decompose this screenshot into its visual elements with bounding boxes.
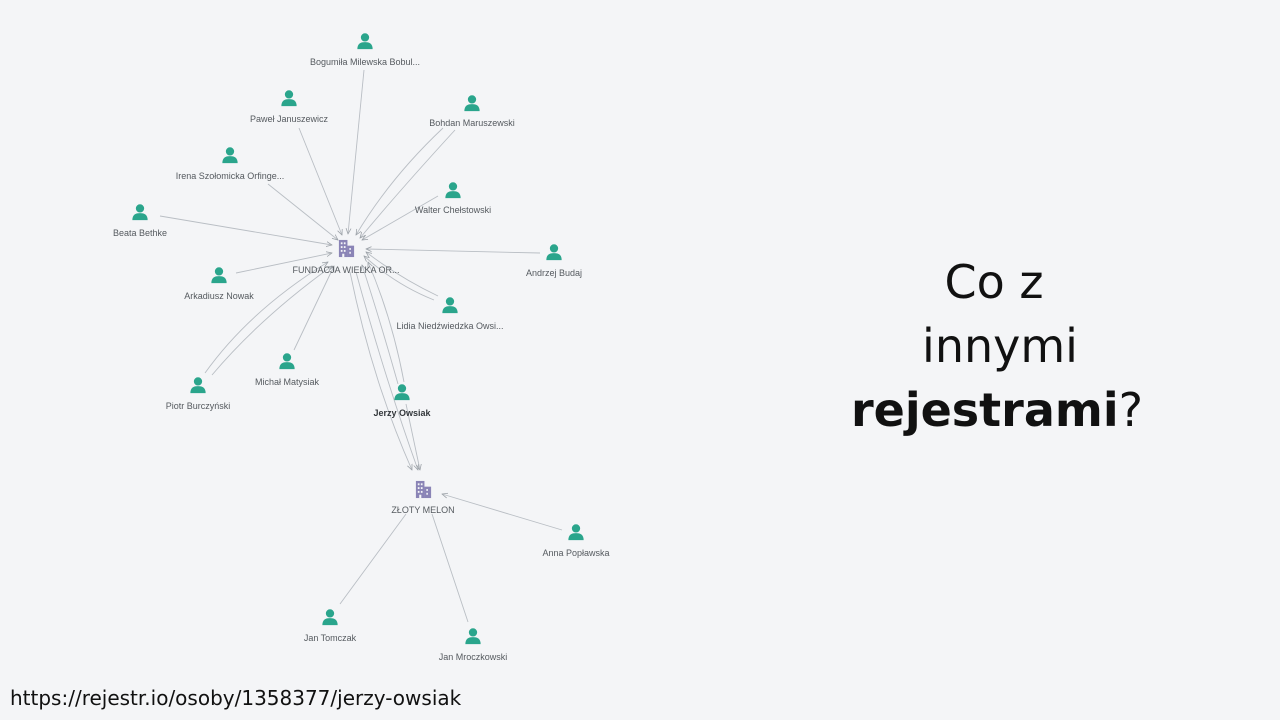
person-label: Jan Tomczak bbox=[304, 633, 357, 643]
heading-line-2: innymi bbox=[922, 319, 1078, 373]
edge-irena-fundacja bbox=[267, 183, 338, 240]
person-label: Andrzej Budaj bbox=[526, 268, 582, 278]
edge-jerzy-fundacja-2 bbox=[368, 262, 405, 383]
edge-piotr-fundacja-1 bbox=[204, 262, 328, 374]
edge-arkadiusz-fundacja bbox=[235, 253, 332, 274]
person-node[interactable]: Beata Bethke bbox=[113, 204, 167, 238]
edge-jerzy-fundacja-1 bbox=[362, 265, 399, 385]
person-label: Bohdan Maruszewski bbox=[429, 118, 515, 128]
person-label: Anna Popławska bbox=[542, 548, 609, 558]
relationship-graph: FUNDACJA WIELKA OR... ZŁOTY MELON Bogumi… bbox=[113, 33, 610, 662]
person-label: Walter Chełstowski bbox=[415, 205, 491, 215]
edge-fundacja-zloty-1 bbox=[349, 271, 413, 470]
person-icon bbox=[322, 609, 338, 626]
person-node[interactable]: Jerzy Owsiak bbox=[373, 384, 432, 418]
org-node-zloty-melon[interactable]: ZŁOTY MELON bbox=[391, 480, 455, 515]
org-label: FUNDACJA WIELKA OR... bbox=[292, 265, 399, 275]
person-icon bbox=[222, 147, 238, 164]
heading-line-3: rejestrami? bbox=[794, 378, 1200, 442]
person-icon bbox=[394, 384, 410, 401]
person-icon bbox=[281, 90, 297, 107]
org-node-fundacja[interactable]: FUNDACJA WIELKA OR... bbox=[292, 239, 400, 275]
person-label: Irena Szołomicka Orfinge... bbox=[176, 171, 285, 181]
person-icon bbox=[568, 524, 584, 541]
person-node[interactable]: Arkadiusz Nowak bbox=[184, 267, 254, 301]
person-icon bbox=[211, 267, 227, 284]
person-icon bbox=[546, 244, 562, 261]
org-label: ZŁOTY MELON bbox=[391, 505, 454, 515]
person-node[interactable]: Paweł Januszewicz bbox=[250, 90, 329, 124]
edge-michal-fundacja bbox=[293, 266, 335, 351]
person-label: Bogumiła Milewska Bobul... bbox=[310, 57, 420, 67]
person-icon bbox=[132, 204, 148, 221]
person-node[interactable]: Andrzej Budaj bbox=[526, 244, 582, 278]
person-node[interactable]: Jan Mroczkowski bbox=[439, 628, 508, 662]
edge-walter-fundacja bbox=[362, 195, 439, 240]
person-label: Jan Mroczkowski bbox=[439, 652, 508, 662]
heading-question-mark: ? bbox=[1118, 383, 1144, 437]
person-label: Paweł Januszewicz bbox=[250, 114, 329, 124]
heading-bold-word: rejestrami bbox=[850, 383, 1119, 437]
person-node[interactable]: Walter Chełstowski bbox=[415, 182, 491, 215]
person-node[interactable]: Piotr Burczyński bbox=[166, 377, 231, 411]
person-node[interactable]: Bohdan Maruszewski bbox=[429, 95, 515, 128]
person-icon bbox=[464, 95, 480, 112]
person-node[interactable]: Irena Szołomicka Orfinge... bbox=[176, 147, 285, 181]
person-icon bbox=[445, 182, 461, 199]
edges bbox=[159, 69, 563, 623]
person-icon bbox=[465, 628, 481, 645]
person-icon bbox=[357, 33, 373, 50]
building-icon bbox=[338, 239, 355, 258]
edge-beata-fundacja bbox=[159, 215, 332, 245]
building-icon bbox=[415, 480, 432, 499]
edge-bohdan-fundacja-2 bbox=[360, 129, 456, 238]
person-icon bbox=[279, 353, 295, 370]
person-label: Piotr Burczyński bbox=[166, 401, 231, 411]
person-icon bbox=[442, 297, 458, 314]
edge-anna-zloty bbox=[442, 494, 563, 531]
person-label: Michał Matysiak bbox=[255, 377, 320, 387]
person-label: Arkadiusz Nowak bbox=[184, 291, 254, 301]
edge-fundacja-zloty-2 bbox=[355, 271, 418, 470]
edge-zloty-mroczkowski bbox=[431, 513, 469, 623]
person-icon bbox=[190, 377, 206, 394]
person-node[interactable]: Anna Popławska bbox=[542, 524, 610, 558]
edge-andrzej-fundacja bbox=[366, 249, 541, 254]
person-node[interactable]: Michał Matysiak bbox=[255, 353, 320, 387]
slide-heading: Co z innymi rejestrami? bbox=[800, 250, 1200, 442]
edge-bogumila-fundacja bbox=[348, 69, 365, 234]
person-label: Lidia Niedźwiedzka Owsi... bbox=[396, 321, 503, 331]
heading-line-1: Co z bbox=[944, 255, 1044, 309]
person-node[interactable]: Jan Tomczak bbox=[304, 609, 357, 643]
person-node[interactable]: Lidia Niedźwiedzka Owsi... bbox=[396, 297, 504, 331]
edge-piotr-fundacja-2 bbox=[211, 266, 332, 376]
edge-lidia-fundacja-2 bbox=[366, 252, 439, 297]
person-node[interactable]: Bogumiła Milewska Bobul... bbox=[310, 33, 420, 67]
edge-jerzy-zloty bbox=[405, 403, 420, 470]
edge-zloty-tomczak bbox=[339, 513, 407, 605]
person-label: Beata Bethke bbox=[113, 228, 167, 238]
edge-bohdan-fundacja-1 bbox=[356, 127, 444, 235]
source-url[interactable]: https://rejestr.io/osoby/1358377/jerzy-o… bbox=[10, 686, 462, 710]
edge-pawel-fundacja bbox=[298, 127, 342, 235]
person-label: Jerzy Owsiak bbox=[373, 408, 431, 418]
